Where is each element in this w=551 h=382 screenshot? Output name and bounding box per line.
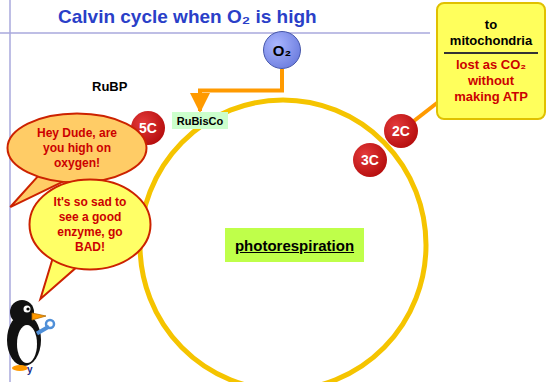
oxygen-circle: O₂ xyxy=(263,31,301,69)
node-text: 2C xyxy=(392,123,410,139)
diagram-title: Calvin cycle when O₂ is high xyxy=(58,6,317,28)
flow-arrow xyxy=(200,69,282,111)
title-rule xyxy=(0,32,430,34)
speech-bubble: It's so sad to see a good enzyme, go BAD… xyxy=(28,178,152,271)
destination-box: to mitochondrialost as CO₂ without makin… xyxy=(436,2,546,120)
node-text: to mitochondria xyxy=(444,17,538,52)
penguin xyxy=(7,300,54,371)
process-band: photorespiration xyxy=(225,228,364,262)
molecule-label: RuBP xyxy=(92,79,127,94)
bubble-body xyxy=(8,114,147,183)
icon-letter: y xyxy=(27,364,33,375)
carbon-circle: 2C xyxy=(384,114,418,148)
node-text: Hey Dude, are you high on oxygen! xyxy=(28,126,126,171)
node-text: 3C xyxy=(361,152,379,168)
carbon-circle: 3C xyxy=(353,143,387,177)
node-text: photorespiration xyxy=(235,237,354,254)
node-text: lost as CO₂ without making ATP xyxy=(444,52,538,105)
node-text: O₂ xyxy=(273,42,291,59)
bubble-body xyxy=(30,180,151,270)
node-text: RuBisCo xyxy=(177,115,223,127)
cycle-ring xyxy=(140,100,426,382)
enzyme-box: RuBisCo xyxy=(172,112,228,129)
speech-bubble: Hey Dude, are you high on oxygen! xyxy=(6,112,148,184)
node-text: It's so sad to see a good enzyme, go BAD… xyxy=(48,195,132,255)
